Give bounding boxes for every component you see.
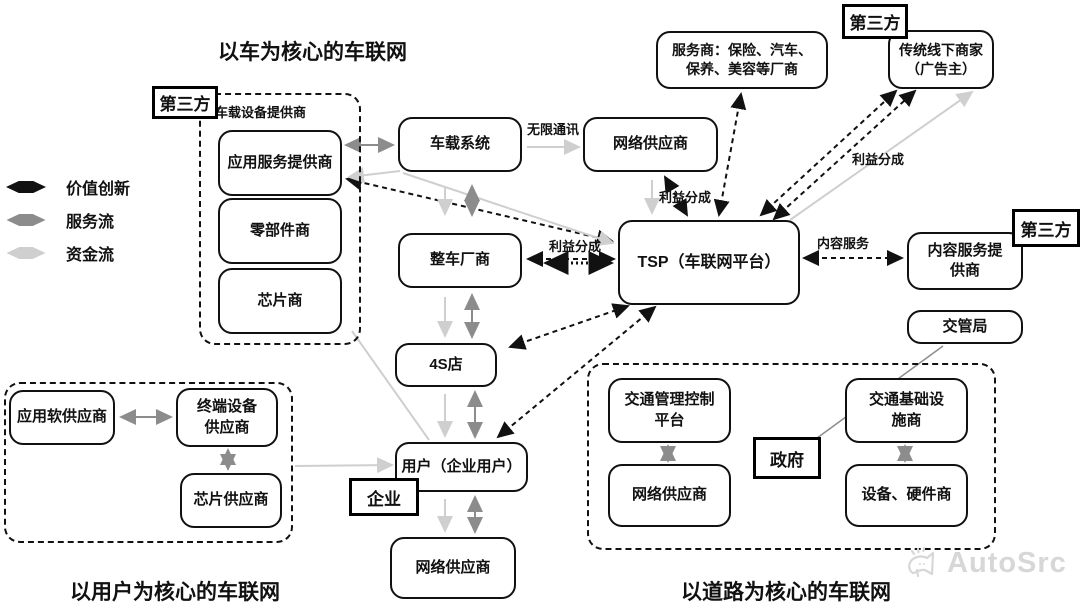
node-oem: 整车厂商 [398, 233, 522, 288]
edge-cap-tsp-offline [789, 90, 974, 221]
edge-tsp-4s [508, 303, 630, 350]
node-network-provider-top: 网络供应商 [583, 117, 718, 172]
node-vehicle-system: 车载系统 [398, 117, 522, 172]
title-user-centric: 以用户为核心的车联网 [70, 581, 280, 604]
group-user-centric [4, 382, 293, 543]
edge-servicemerchants-tsp [713, 92, 747, 217]
group-road-centric [587, 363, 996, 550]
watermark-text: AutoSrc [947, 546, 1067, 579]
legend-item-capital-flow: 资金流 [2, 236, 130, 269]
title-road-centric: 以道路为核心的车联网 [681, 581, 891, 604]
edge-label-content-service: 内容服务 [817, 236, 870, 251]
edge-cap-vs-appservice [347, 167, 401, 184]
watermark: AutoSrc [903, 543, 1067, 583]
tag-third-party-3: 第三方 [1012, 209, 1080, 247]
edge-tsp-user [496, 305, 657, 439]
legend: 价值创新 服务流 资金流 [2, 170, 130, 269]
node-device-hardware-vendor: 设备、硬件商 [845, 464, 968, 527]
node-chip-supplier: 芯片供应商 [180, 473, 282, 528]
tag-third-party-1: 第三方 [152, 86, 218, 119]
title-vehicle-centric: 以车为核心的车联网 [218, 41, 407, 64]
edge-cap-devicegroup-user [351, 330, 430, 441]
node-app-software-supplier: 应用软供应商 [9, 390, 115, 445]
node-network-provider-user: 网络供应商 [390, 537, 516, 599]
tag-enterprise: 企业 [349, 478, 419, 516]
edge-network-tsp [663, 175, 689, 217]
edge-appservice-tsp [345, 174, 614, 246]
megaphone-icon [908, 546, 935, 578]
legend-label: 服务流 [66, 213, 115, 231]
tag-third-party-2: 第三方 [842, 4, 908, 39]
node-chip-maker: 芯片商 [218, 268, 342, 334]
edge-label-profit-share-3: 利益分成 [852, 152, 905, 167]
node-tsp: TSP（车联网平台） [618, 220, 800, 305]
node-terminal-device-supplier: 终端设备 供应商 [176, 388, 278, 447]
node-traffic-bureau: 交管局 [907, 310, 1023, 344]
dashed-arrow-icon [6, 180, 46, 193]
legend-label: 资金流 [66, 246, 115, 264]
edge-tsp-offline-2 [772, 89, 917, 221]
node-network-provider-road: 网络供应商 [608, 464, 731, 527]
legend-item-value-innovation: 价值创新 [2, 170, 130, 203]
legend-item-service-flow: 服务流 [2, 203, 130, 236]
gray-arrow-icon [6, 213, 46, 226]
capital-flow-edges [294, 90, 974, 533]
edge-cap-vs-tsp [402, 172, 615, 246]
edge-label-wireless-comm: 无限通讯 [527, 122, 580, 137]
node-parts-supplier: 零部件商 [218, 198, 342, 264]
node-content-service-provider: 内容服务提 供商 [907, 232, 1023, 290]
edge-cap-usergroup-user [294, 457, 394, 474]
edge-label-profit-share-2: 利益分成 [549, 239, 602, 254]
edge-label-profit-share-1: 利益分成 [659, 190, 712, 205]
node-road-infra-provider: 交通基础设 施商 [845, 378, 968, 443]
node-service-merchants: 服务商：保险、汽车、 保养、美容等厂商 [656, 31, 828, 89]
node-4s-store: 4S店 [395, 343, 497, 387]
tag-government: 政府 [753, 437, 821, 479]
node-app-service-provider: 应用服务提供商 [218, 130, 342, 196]
node-offline-merchants: 传统线下商家 （广告主） [888, 30, 994, 89]
group-vehicle-device-label: 车载设备提供商 [215, 105, 307, 120]
light-arrow-icon [6, 246, 46, 259]
node-traffic-mgmt-platform: 交通管理控制 平台 [608, 378, 731, 443]
legend-label: 价值创新 [66, 180, 131, 198]
